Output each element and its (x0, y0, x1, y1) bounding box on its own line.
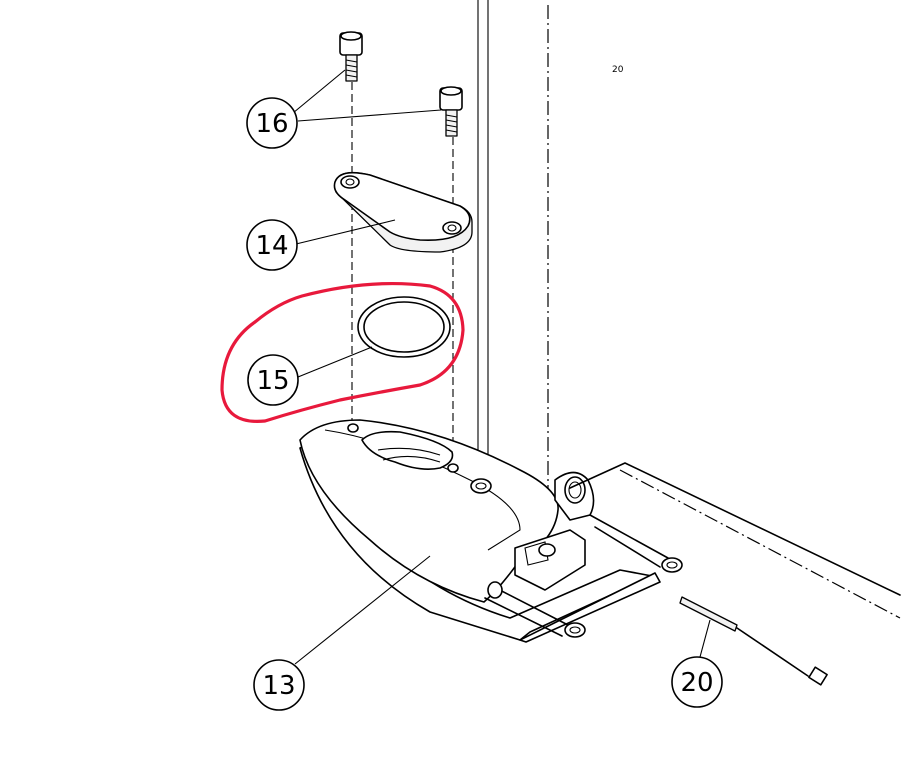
figure-note: 20 (612, 65, 624, 75)
gasket-15 (357, 296, 451, 358)
callout-14-label: 14 (255, 231, 288, 261)
cover-plate-14 (333, 171, 473, 253)
callout-14: 14 (246, 219, 298, 271)
screw-alignment-lines (351, 82, 454, 465)
callout-13: 13 (253, 659, 305, 711)
callout-20-label: 20 (680, 668, 713, 698)
red-highlight-mark (220, 281, 465, 424)
callout-13-label: 13 (262, 671, 295, 701)
rear-housing-outline (569, 462, 901, 619)
screw-16-right (439, 86, 463, 137)
callout-15-label: 15 (256, 366, 289, 396)
shaft-lines (477, 0, 549, 545)
leader-lines (292, 69, 711, 665)
callout-20: 20 (671, 656, 723, 708)
callout-16: 16 (246, 97, 298, 149)
heater-element-20 (679, 596, 828, 686)
screw-16-left (339, 31, 363, 82)
callout-15: 15 (247, 354, 299, 406)
callout-16-label: 16 (255, 109, 288, 139)
iron-base-13 (299, 419, 683, 643)
